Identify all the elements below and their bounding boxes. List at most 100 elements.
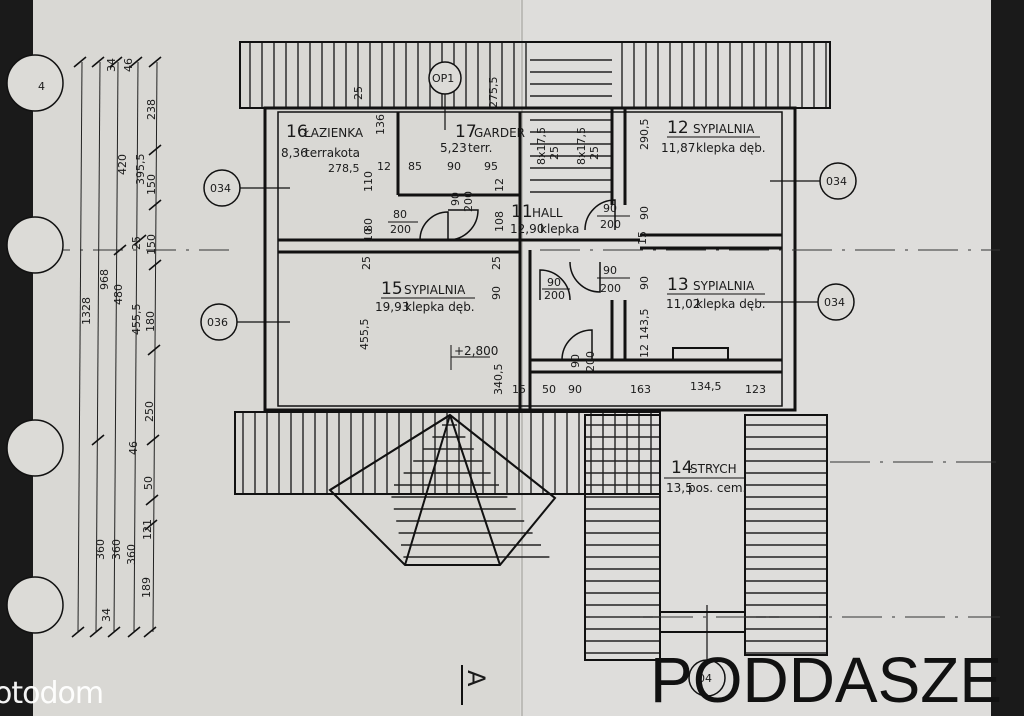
svg-text:GARDER: GARDER (474, 126, 525, 140)
svg-text:189: 189 (140, 577, 153, 598)
svg-text:134,5: 134,5 (690, 380, 722, 393)
level-mark: +2,800 (450, 344, 498, 370)
svg-text:480: 480 (112, 284, 125, 305)
svg-text:46: 46 (127, 441, 140, 455)
otodom-watermark: otodom (0, 676, 104, 711)
svg-text:275,5: 275,5 (487, 77, 500, 109)
svg-text:46: 46 (122, 58, 135, 72)
door-swing (419, 211, 449, 241)
svg-text:121: 121 (141, 519, 154, 540)
svg-text:200: 200 (544, 289, 565, 302)
svg-text:90: 90 (547, 276, 561, 289)
svg-text:14: 14 (671, 458, 693, 478)
svg-text:12: 12 (377, 160, 391, 173)
svg-text:SYPIALNIA: SYPIALNIA (404, 283, 466, 297)
svg-text:STRYCH: STRYCH (690, 462, 737, 476)
dimension-tick (71, 626, 85, 638)
dimension-tick (133, 234, 147, 246)
svg-text:95: 95 (484, 160, 498, 173)
svg-text:85: 85 (408, 160, 422, 173)
axis-label: 4 (38, 80, 45, 93)
svg-text:150: 150 (145, 234, 158, 255)
svg-text:11,87: 11,87 (661, 141, 695, 155)
door-swing (569, 261, 601, 293)
svg-text:200: 200 (600, 218, 621, 231)
svg-text:455,5: 455,5 (358, 319, 371, 351)
window-label: 036 (207, 316, 228, 329)
dimension-tick (127, 626, 141, 638)
svg-text:150: 150 (145, 174, 158, 195)
strych-roof-right (744, 414, 828, 656)
window-label: 034 (824, 296, 845, 309)
svg-text:19,93: 19,93 (375, 300, 409, 314)
svg-text:klepka: klepka (540, 222, 579, 236)
svg-text:HALL: HALL (532, 206, 563, 220)
svg-text:108: 108 (493, 211, 506, 232)
door-swing (539, 269, 571, 301)
dimension-tick (113, 244, 127, 256)
svg-text:110: 110 (362, 171, 375, 192)
hip-roof (328, 413, 557, 566)
svg-text:180: 180 (144, 311, 157, 332)
hip-ridge (404, 414, 451, 566)
roof-bands (234, 41, 831, 661)
svg-text:238: 238 (145, 99, 158, 120)
strych-wall (659, 611, 746, 633)
svg-text:15: 15 (512, 383, 526, 396)
svg-text:17: 17 (455, 122, 477, 142)
dimension-tick (73, 56, 87, 68)
svg-text:25: 25 (352, 86, 365, 100)
svg-text:13,5: 13,5 (666, 481, 693, 495)
chimney (672, 347, 729, 361)
markers (6, 54, 857, 697)
svg-text:90: 90 (603, 264, 617, 277)
svg-text:pos. cem.: pos. cem. (688, 481, 746, 495)
svg-text:25: 25 (548, 146, 561, 160)
svg-text:455,5: 455,5 (130, 304, 143, 336)
dimension-tick (144, 519, 158, 531)
svg-text:80: 80 (362, 218, 375, 232)
dimension-tick (143, 626, 157, 638)
strych-roof-left (584, 414, 661, 661)
axis-marker (6, 419, 64, 477)
dimension-tick (146, 434, 160, 446)
svg-text:15: 15 (636, 231, 649, 245)
svg-text:10: 10 (362, 228, 375, 242)
svg-text:5,23: 5,23 (440, 141, 467, 155)
svg-text:25: 25 (588, 146, 601, 160)
svg-text:143,5: 143,5 (638, 309, 651, 341)
door-swings (419, 199, 616, 361)
svg-text:16: 16 (286, 122, 308, 142)
svg-text:15: 15 (381, 279, 403, 299)
svg-text:13: 13 (667, 275, 689, 295)
svg-text:8x17,5: 8x17,5 (575, 127, 588, 165)
dimension-tick (109, 56, 123, 68)
svg-text:90: 90 (447, 160, 461, 173)
bottom-marker-label: 04 (698, 672, 712, 685)
svg-text:25: 25 (360, 256, 373, 270)
svg-text:360: 360 (94, 539, 107, 560)
dimension-lines (77, 61, 158, 633)
dimension-tick (91, 434, 105, 446)
svg-text:90: 90 (638, 206, 651, 220)
dimension-tick (89, 626, 103, 638)
svg-text:klepka dęb.: klepka dęb. (696, 141, 766, 155)
op1-label: OP1 (432, 72, 454, 85)
svg-text:11: 11 (511, 202, 533, 222)
dimension-tick (148, 259, 162, 271)
svg-text:50: 50 (542, 383, 556, 396)
dimension-tick (147, 344, 161, 356)
svg-text:8,36: 8,36 (281, 146, 308, 160)
svg-text:34: 34 (100, 608, 113, 622)
window-label: 034 (210, 182, 231, 195)
svg-text:klepka dęb.: klepka dęb. (696, 297, 766, 311)
axis-marker (6, 54, 64, 112)
